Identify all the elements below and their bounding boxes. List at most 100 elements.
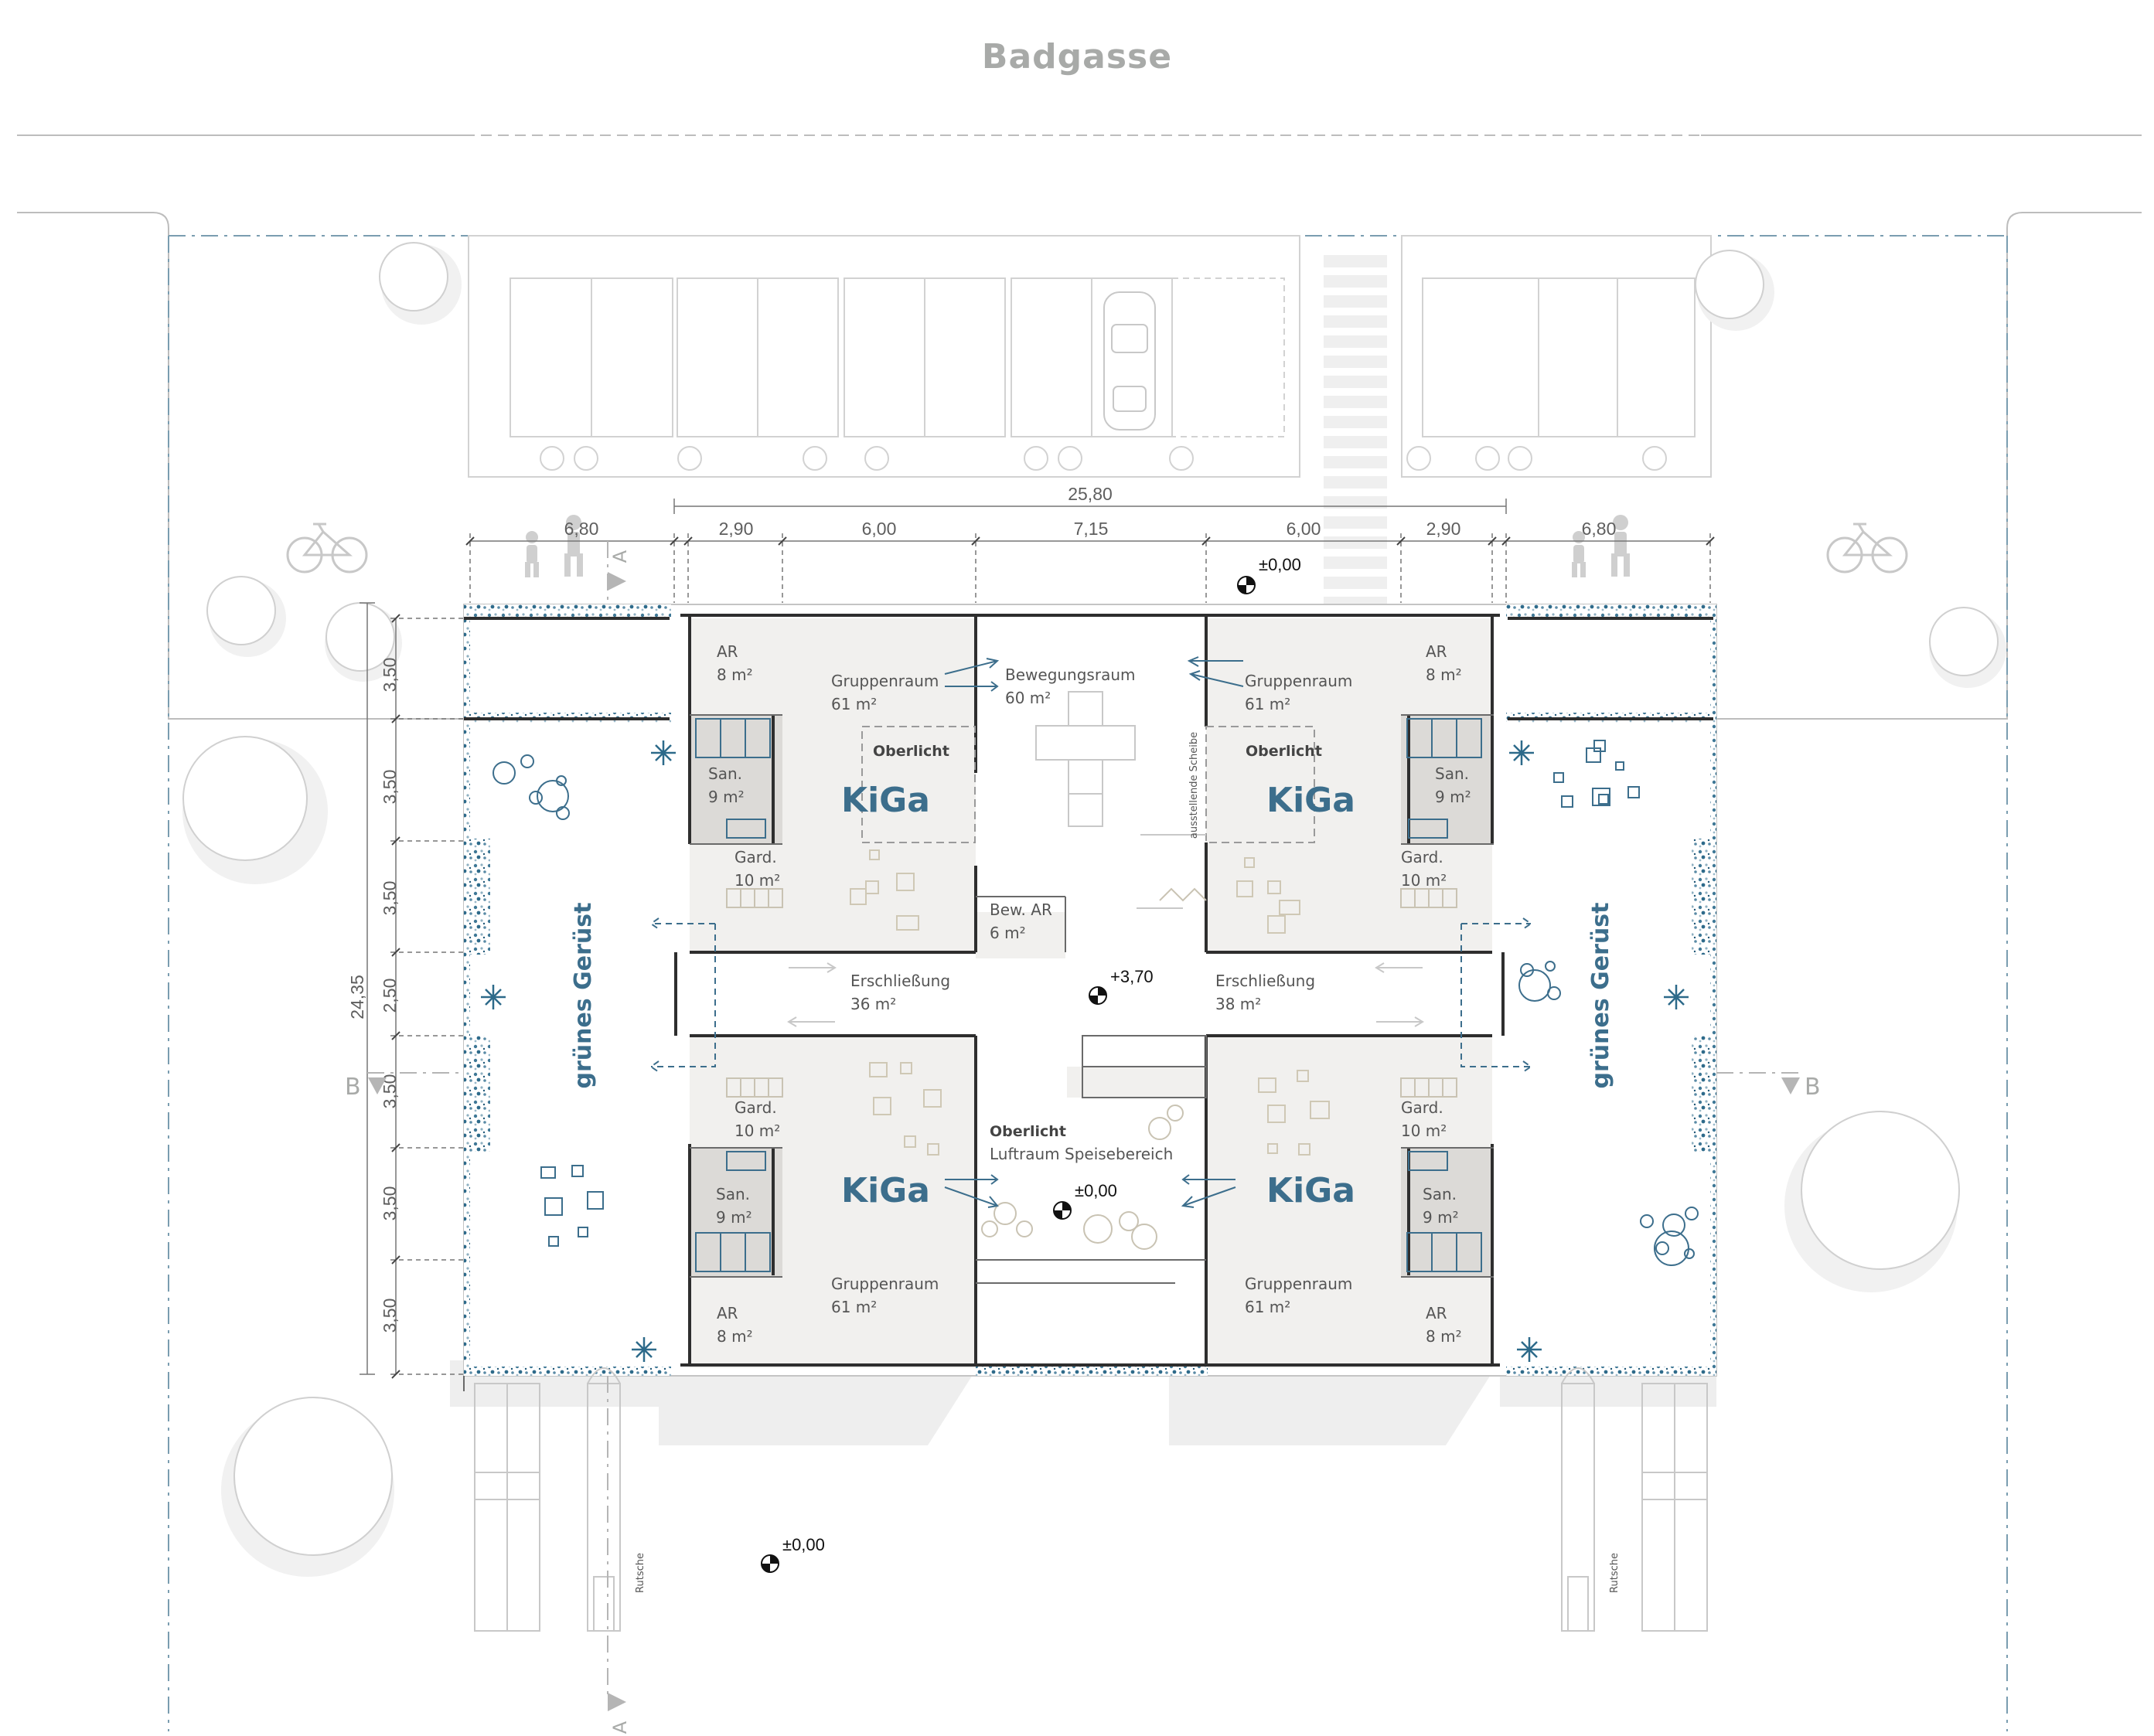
room-ar-area: 8 m² [717,665,753,684]
play-elements [492,740,1699,1266]
section-a-top-arrow [608,572,626,591]
dimension-v-7: 3,50 [380,1299,400,1333]
dimension-ticks [391,536,1715,1379]
sanitary-fixtures [695,718,1482,1272]
room-gruppenraum-area: 61 m² [831,695,877,713]
section-b-left-arrow [368,1077,387,1094]
dimension-v-3: 3,50 [380,881,400,916]
room-gard-area: 10 m² [734,871,780,890]
dimension-lines [360,499,1711,1375]
room-ar-area: 8 m² [1426,665,1462,684]
room-erschliessung-right-area: 38 m² [1215,995,1261,1013]
room-ar-area: 8 m² [717,1327,753,1346]
room-ar-label: AR [717,1304,738,1322]
room-oberlicht-lightwell-label: Oberlicht [990,1123,1066,1140]
room-bew-ar-area: 6 m² [990,924,1026,942]
dimension-h-7: 6,80 [1582,519,1617,539]
room-kiga-label: KiGa [841,1171,930,1210]
room-san-label: San. [1423,1185,1457,1203]
slides [474,1367,1708,1632]
room-gruppenraum-area: 61 m² [1245,695,1290,713]
dimension-overall-width: 25,80 [1068,484,1113,504]
green-scaffold-left-label: grünes Gerüst [570,903,597,1089]
room-ar-label: AR [1426,642,1447,661]
street-name: Badgasse [982,37,1172,77]
cloakroom-lockers [726,888,1457,1098]
room-gard-area: 10 m² [734,1122,780,1140]
room-gard-label: Gard. [1401,848,1443,866]
flow-arrows [944,656,1244,1208]
room-oberlicht-label: Oberlicht [1246,743,1322,760]
room-gard-area: 10 m² [1401,871,1447,890]
section-a-top-label: A [609,550,631,563]
room-gard-label: Gard. [734,848,777,866]
room-bewegungsraum-area: 60 m² [1005,689,1051,707]
room-erschliessung-right-label: Erschließung [1215,972,1315,990]
sanitary-fills [690,715,1494,1278]
room-san-label: San. [708,764,742,783]
level-entrance: ±0,00 [1259,555,1301,574]
room-san-area: 9 m² [716,1208,752,1227]
room-kiga-label: KiGa [1266,1171,1355,1210]
room-gruppenraum-label: Gruppenraum [1245,1275,1352,1293]
lightwell-bubbles [981,1105,1184,1250]
room-kiga-label: KiGa [841,781,930,820]
dimension-v-2: 3,50 [380,770,400,805]
pedestrians-icon [1572,515,1630,577]
room-bew-ar-label: Bew. AR [990,900,1052,919]
dimension-v-1: 3,50 [380,658,400,693]
level-garden: ±0,00 [782,1535,825,1554]
dimension-h-6: 2,90 [1426,519,1461,539]
room-oberlicht-label: Oberlicht [873,743,949,760]
section-b-right-label: B [1805,1074,1821,1101]
dimension-h-1: 6,80 [564,519,599,539]
room-gruppenraum-area: 61 m² [831,1298,877,1316]
level-light-well: ±0,00 [1075,1181,1117,1200]
zigzag [1159,887,1207,902]
room-erschliessung-left-label: Erschließung [850,972,950,990]
level-marker-icon [761,1554,779,1573]
bicycle-icon [1826,523,1908,574]
trees [182,242,2006,1577]
dimension-v-6: 3,50 [380,1186,400,1221]
room-ar-label: AR [1426,1304,1447,1322]
circulation-arrows [787,834,1424,1027]
room-erschliessung-left-area: 36 m² [850,995,896,1013]
slide-left-label: Rutsche [635,1553,646,1593]
parking-area [468,235,1712,478]
building-outline [463,604,1717,1377]
car-icon [1103,291,1156,431]
dimension-h-4: 7,15 [1074,519,1109,539]
level-marker-icon [1237,576,1256,594]
dimension-overall-depth: 24,35 [347,975,367,1019]
bicycle-icon [286,523,368,574]
dimension-h-3: 6,00 [862,519,897,539]
walls [464,614,1713,1367]
exit-arrows [649,917,1532,1073]
parking-bollards [540,446,1667,471]
section-a-bottom-label: A [609,1721,631,1734]
room-san-area: 9 m² [1435,788,1471,806]
room-luftraum-label: Luftraum Speisebereich [990,1145,1173,1163]
ausstellende-scheibe-label: ausstellende Scheibe [1188,732,1200,839]
room-kiga-label: KiGa [1266,781,1355,820]
room-san-area: 9 m² [1423,1208,1459,1227]
room-gruppenraum-label: Gruppenraum [831,1275,939,1293]
green-scaffold-facade [464,604,1716,1376]
movement-cross [1035,691,1136,827]
room-gard-label: Gard. [1401,1098,1443,1117]
room-san-label: San. [716,1185,750,1203]
level-marker-icon [1089,986,1107,1005]
pedestrians-icon [525,515,583,577]
dimension-h-2: 2,90 [719,519,754,539]
skylights [861,726,1315,843]
plant-burst-icons [481,740,1689,1362]
slide-right-label: Rutsche [1609,1553,1621,1593]
room-ar-area: 8 m² [1426,1327,1462,1346]
level-upper: +3,70 [1110,967,1154,986]
crosswalk [1324,255,1387,609]
section-a-bottom-arrow [608,1693,626,1711]
room-gard-label: Gard. [734,1098,777,1117]
stair [1082,1035,1207,1098]
